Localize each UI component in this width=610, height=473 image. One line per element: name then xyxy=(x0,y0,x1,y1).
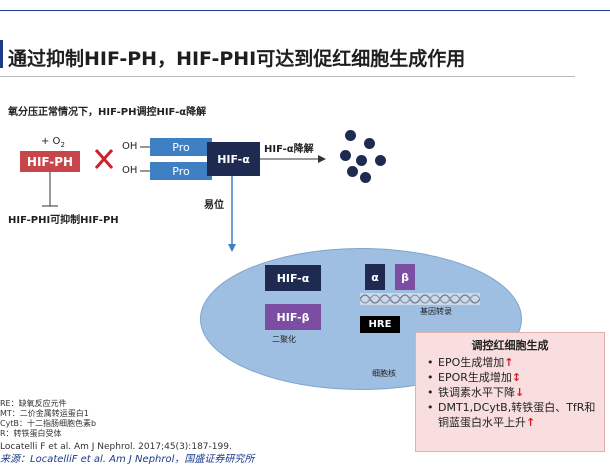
hre-box: HRE xyxy=(360,316,400,333)
footnote-1: RE：缺氧反应元件 xyxy=(0,399,67,408)
dimer-label: 二聚化 xyxy=(272,335,296,344)
down-arrow-icon: ↓ xyxy=(515,386,525,399)
slide: 通过抑制HIF-PH，HIF-PHI可达到促红细胞生成作用 氧分压正常情况下，H… xyxy=(0,10,610,452)
footnote-3: CytB：十二指肠细胞色素b xyxy=(0,419,97,428)
title-accent-bar xyxy=(0,40,3,68)
title-underline xyxy=(0,76,575,77)
callout-heading: 调控红细胞生成 xyxy=(471,339,549,352)
nucleus-label: 细胞核 xyxy=(372,369,396,378)
hif-alpha-box: HIF-α xyxy=(207,142,260,176)
callout-item: DMT1,DCytB,转铁蛋白、TfR和铜蓝蛋白水平上升↑ xyxy=(427,400,596,430)
translocation-label: 易位 xyxy=(204,200,224,211)
up-arrow-icon: ↑ xyxy=(526,416,536,429)
oh-label-1: OH xyxy=(122,141,138,152)
subtitle: 氧分压正常情况下，HIF-PH调控HIF-α降解 xyxy=(8,107,207,118)
updown-arrow-icon: ↕ xyxy=(511,371,522,384)
source-note: 来源：LocatelliF et al. Am J Nephrol，国盛证券研究… xyxy=(0,454,255,465)
o2-label: + O2 xyxy=(41,136,65,149)
footnote-2: MT：二价金属转运蛋白1 xyxy=(0,409,89,418)
top-rule xyxy=(0,10,610,11)
inhibitor-label: HIF-PHI可抑制HIF-PH xyxy=(8,215,119,226)
callout-item: EPO生成增加↑ xyxy=(427,355,596,370)
dna-helix-icon xyxy=(360,293,480,305)
pro-box-2: Pro xyxy=(150,162,212,180)
nucleus-beta-box: β xyxy=(395,264,415,290)
hif-ph-box: HIF-PH xyxy=(20,151,80,172)
nucleus-hif-beta-box: HIF-β xyxy=(265,304,321,330)
citation: Locatelli F et al. Am J Nephrol. 2017;45… xyxy=(0,442,232,452)
callout-item: EPOR生成增加↕ xyxy=(427,370,596,385)
degradation-label: HIF-α降解 xyxy=(264,144,314,155)
erythropoiesis-callout: 调控红细胞生成 EPO生成增加↑ EPOR生成增加↕ 铁调素水平下降↓ DMT1… xyxy=(415,332,605,452)
up-arrow-icon: ↑ xyxy=(504,356,514,369)
gene-transcription-label: 基因转录 xyxy=(420,307,452,316)
nucleus-alpha-box: α xyxy=(365,264,385,290)
callout-item: 铁调素水平下降↓ xyxy=(427,385,596,400)
pro-box-1: Pro xyxy=(150,138,212,156)
slide-title: 通过抑制HIF-PH，HIF-PHI可达到促红细胞生成作用 xyxy=(8,48,466,70)
inhibition-x-icon xyxy=(94,148,114,174)
callout-list: EPO生成增加↑ EPOR生成增加↕ 铁调素水平下降↓ DMT1,DCytB,转… xyxy=(424,355,596,430)
footnote-4: R：转铁蛋白受体 xyxy=(0,429,62,438)
oh-label-2: OH xyxy=(122,165,138,176)
nucleus-hif-alpha-box: HIF-α xyxy=(265,265,321,291)
